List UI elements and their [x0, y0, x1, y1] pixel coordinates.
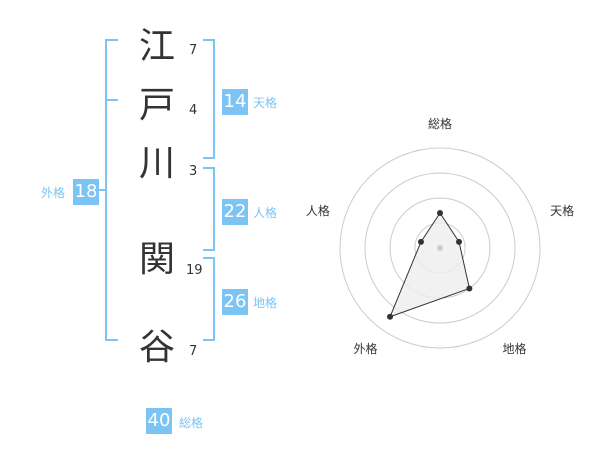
radar-data-point — [466, 285, 473, 292]
radar-data-point — [456, 238, 463, 245]
soukaku-label: 総格 — [179, 416, 204, 430]
radar-grid-ring — [364, 172, 516, 324]
gaikaku-bracket — [98, 39, 118, 341]
name-char-3: 川 — [138, 143, 175, 184]
radar-data-point — [387, 313, 394, 320]
gaikaku-label: 外格 — [41, 186, 66, 200]
stroke-count-2: 4 — [189, 103, 198, 118]
jinkaku-label: 人格 — [253, 206, 278, 220]
jinkaku-value-badge: 22 — [222, 199, 248, 225]
name-char-5: 谷 — [138, 327, 175, 368]
tenkaku-value-badge: 14 — [222, 89, 248, 115]
radar-axis-label: 外格 — [353, 341, 377, 356]
name-char-2: 戸 — [138, 85, 175, 126]
chikaku-value-badge: 26 — [222, 289, 248, 315]
radar-axis-label: 天格 — [550, 203, 574, 218]
radar-axis-label: 総格 — [428, 116, 452, 131]
stroke-count-1: 7 — [189, 43, 198, 58]
chikaku-label: 地格 — [253, 296, 278, 310]
gaikaku-value-badge: 18 — [73, 179, 99, 205]
tenkaku-bracket — [203, 39, 215, 159]
jinkaku-bracket — [203, 167, 215, 251]
radar-series-polygon — [389, 212, 470, 318]
name-char-4: 関 — [138, 239, 175, 280]
soukaku-value-badge: 40 — [146, 408, 172, 434]
chikaku-bracket — [203, 257, 215, 341]
radar-data-point — [437, 210, 443, 216]
tenkaku-label: 天格 — [253, 96, 278, 110]
stroke-count-3: 3 — [189, 164, 198, 179]
name-char-1: 江 — [138, 26, 175, 67]
stroke-count-4: 19 — [186, 263, 203, 278]
stroke-count-5: 7 — [189, 344, 198, 359]
radar-data-point — [417, 238, 424, 245]
radar-axis-label: 人格 — [306, 203, 330, 218]
radar-axis-label: 地格 — [503, 341, 527, 356]
radar-grid-ring — [339, 147, 541, 349]
radar-center-point — [437, 245, 443, 251]
